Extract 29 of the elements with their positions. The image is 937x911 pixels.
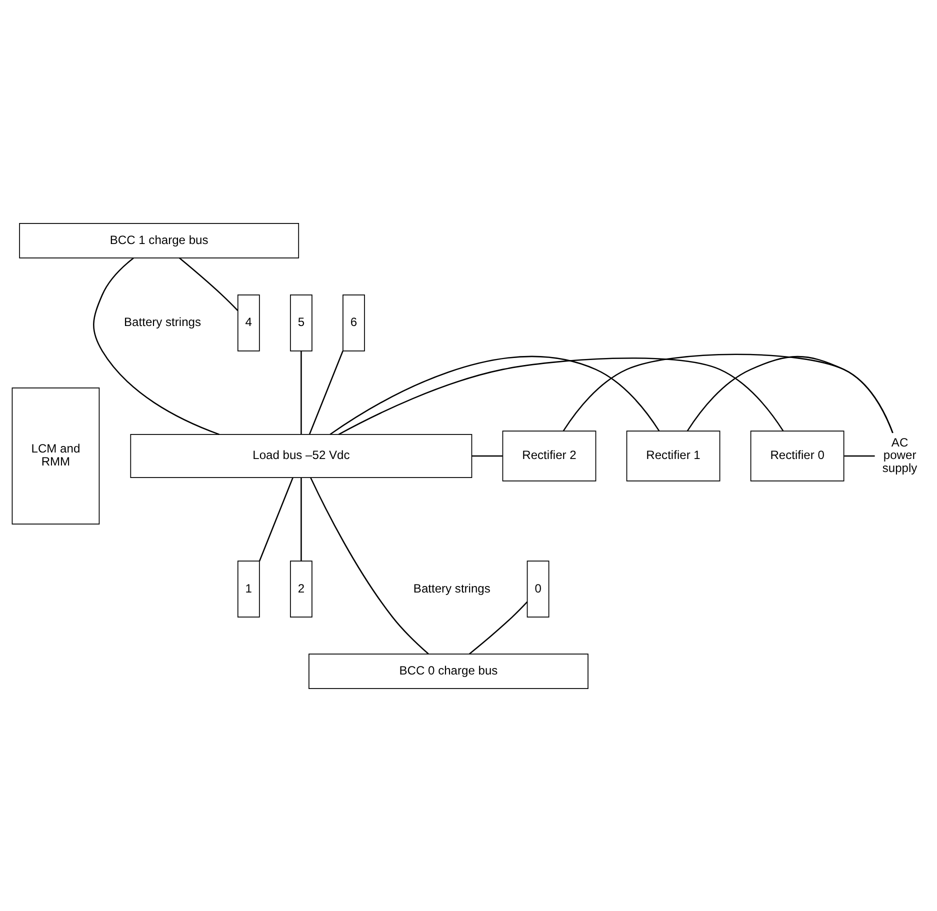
label: Battery strings [413,580,490,595]
connector [300,477,302,560]
node-box: 4 [237,294,260,351]
connector [338,357,784,434]
connector [472,454,502,456]
connector [308,350,344,434]
node-box: 6 [342,294,365,351]
node-box: Rectifier 1 [626,430,720,481]
node-box: 0 [526,560,550,617]
connector [330,356,660,434]
connector [310,477,429,654]
connector [258,476,294,561]
connector [844,454,875,456]
node-box: BCC 1 charge bus [19,222,300,258]
node-box: Rectifier 0 [750,430,844,481]
connector [468,600,528,654]
connector [178,256,238,310]
node-box: 1 [237,560,260,617]
node-box: 2 [290,560,312,617]
node-box: BCC 0 charge bus [308,653,588,688]
connector [93,257,220,435]
label: Battery strings [124,314,202,329]
node-box: 5 [290,294,312,351]
node-text: AC power supply [882,434,918,475]
node-box: Rectifier 2 [502,430,596,481]
connector [562,353,894,433]
node-box: Load bus –52 Vdc [130,434,472,478]
connector [300,350,302,434]
node-box: LCM and RMM [12,387,100,524]
